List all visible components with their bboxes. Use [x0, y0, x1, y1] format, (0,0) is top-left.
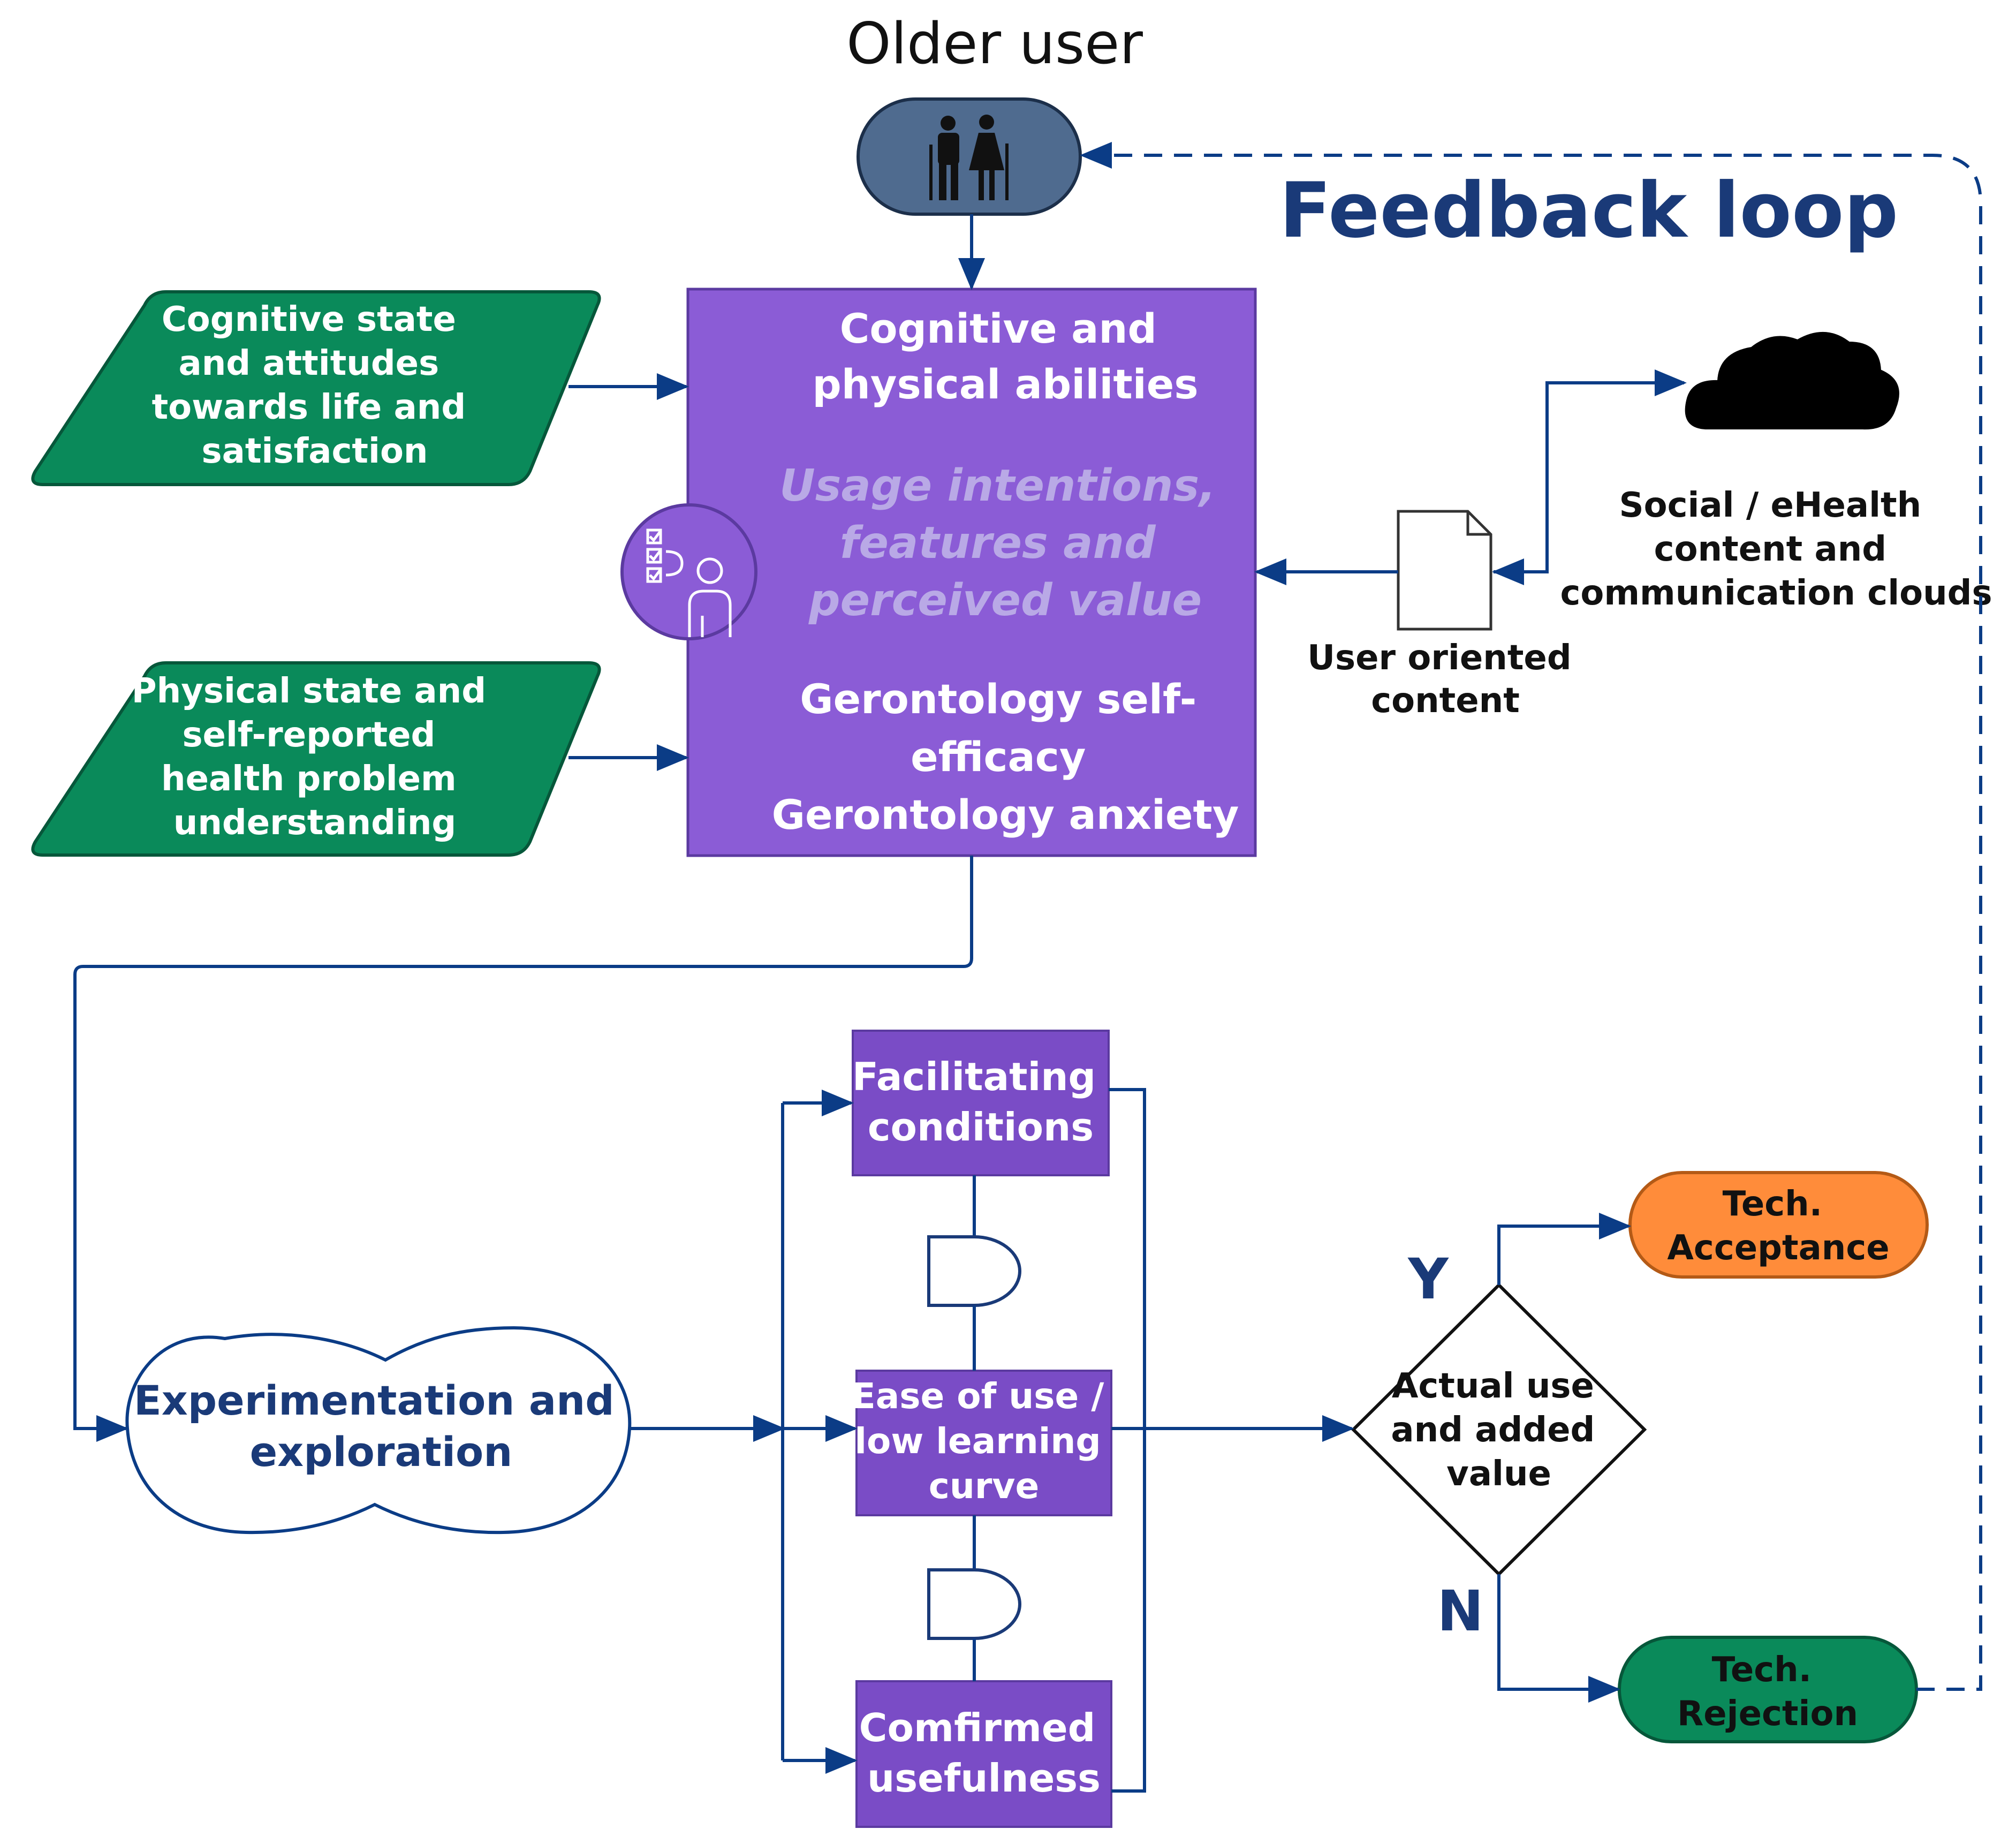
experimentation-node: Experimentation and exploration [125, 1326, 632, 1535]
no-label: N [1437, 1578, 1483, 1644]
document-icon [1397, 510, 1492, 631]
connectors [73, 142, 1982, 1793]
physical-state-line-1: Physical state and [132, 671, 486, 711]
tech-rejection-node: Tech. Rejection [1618, 1636, 1918, 1743]
and-gate-icon [927, 1175, 1021, 1371]
physical-state-line-2: self-reported [182, 715, 435, 755]
gerontology-line-2: efficacy [911, 733, 1086, 781]
cloud-icon [1685, 331, 1899, 430]
clouds-line-3: communication clouds [1560, 573, 1992, 613]
rejection-line-1: Tech. [1712, 1650, 1812, 1690]
confirmed-usefulness-box: Comfirmed usefulness [855, 1680, 1112, 1828]
acceptance-line-1: Tech. [1723, 1184, 1822, 1224]
and-gate-icon [927, 1515, 1021, 1681]
ease-line-1: Ease of use / [852, 1376, 1105, 1417]
intentions-line-3: perceived value [808, 575, 1202, 626]
cognitive-state-line-1: Cognitive state [162, 300, 456, 339]
svg-text:User oriented content: User oriented content [1307, 638, 1583, 721]
ease-line-3: curve [929, 1465, 1039, 1507]
decision-line-3: value [1446, 1454, 1551, 1494]
abilities-line-1: Cognitive and [840, 305, 1157, 352]
central-abilities-box: Cognitive and physical abilities Usage i… [686, 288, 1257, 857]
svg-text:Ease of use / low learni: Ease of use / low learning curve [852, 1376, 1117, 1507]
feedback-loop-connector [1080, 142, 1982, 1691]
svg-text:Social / eHealth content a: Social / eHealth content and communicati… [1560, 486, 1992, 613]
ease-line-2: low learning [854, 1420, 1101, 1462]
cognitive-state-line-2: and attitudes [179, 344, 439, 383]
older-user-node [857, 97, 1082, 216]
svg-text:Tech. Rejection: Tech. Rejection [1677, 1650, 1858, 1734]
intentions-line-1: Usage intentions, [779, 460, 1216, 511]
cognitive-state-line-3: towards life and [152, 388, 466, 427]
svg-text:Usage intentions, featur: Usage intentions, features and perceived… [779, 460, 1231, 626]
svg-text:Cognitive and physical a: Cognitive and physical abilities [812, 305, 1198, 408]
decision-line-2: and added [1391, 1410, 1595, 1450]
usefulness-line-2: usefulness [867, 1756, 1101, 1801]
svg-text:Experimentation and expl: Experimentation and exploration [134, 1377, 628, 1476]
intentions-line-2: features and [840, 518, 1156, 569]
clouds-line-1: Social / eHealth [1619, 486, 1922, 525]
physical-state-line-4: understanding [173, 803, 456, 843]
yes-label: Y [1407, 1246, 1449, 1312]
svg-text:Gerontology self- effica: Gerontology self- efficacy Gerontology a… [772, 675, 1239, 838]
experimentation-line-1: Experimentation and [134, 1377, 615, 1424]
cognitive-state-line-4: satisfaction [202, 432, 428, 471]
svg-text:Comfirmed usefulness: Comfirmed usefulness [859, 1705, 1109, 1801]
elderly-couple-icon [929, 115, 1009, 200]
svg-text:Physical state and self-: Physical state and self-reported health … [132, 671, 498, 843]
ease-of-use-box: Ease of use / low learning curve [852, 1370, 1117, 1516]
user-content-line-1: User oriented [1307, 638, 1572, 678]
svg-text:Cognitive state and atti: Cognitive state and attitudes towards li… [152, 300, 478, 471]
abilities-line-2: physical abilities [812, 360, 1198, 408]
facilitating-line-1: Facilitating [852, 1054, 1096, 1099]
decision-line-1: Actual use [1392, 1366, 1594, 1406]
physical-state-line-3: health problem [161, 759, 457, 799]
connector-decision-to-rejection [1497, 1574, 1620, 1703]
rejection-line-2: Rejection [1677, 1694, 1858, 1734]
experimentation-line-2: exploration [250, 1428, 513, 1476]
facilitating-line-2: conditions [868, 1105, 1094, 1150]
svg-text:Tech. Acceptance: Tech. Acceptance [1667, 1184, 1889, 1268]
survey-person-icon [620, 503, 757, 640]
facilitating-conditions-box: Facilitating conditions [852, 1030, 1110, 1176]
decision-diamond: Actual use and added value [1351, 1282, 1647, 1577]
svg-text:Facilitating conditions: Facilitating conditions [852, 1054, 1109, 1150]
cognitive-state-input: Cognitive state and attitudes towards li… [31, 290, 601, 486]
title: Older user [846, 11, 1143, 77]
physical-state-input: Physical state and self-reported health … [31, 661, 601, 857]
connector-central-to-experimentation [73, 856, 973, 1442]
gerontology-line-1: Gerontology self- [800, 675, 1196, 723]
user-content-line-2: content [1371, 681, 1520, 721]
tech-acceptance-node: Tech. Acceptance [1628, 1171, 1929, 1279]
feedback-loop-label: Feedback loop [1279, 167, 1898, 255]
svg-text:Actual use and added: Actual use and added value [1391, 1366, 1606, 1494]
acceptance-line-2: Acceptance [1667, 1228, 1889, 1268]
connector-decision-to-acceptance [1497, 1213, 1631, 1285]
clouds-line-2: content and [1654, 530, 1886, 569]
gerontology-line-3: Gerontology anxiety [772, 791, 1239, 838]
usefulness-line-1: Comfirmed [859, 1705, 1096, 1750]
